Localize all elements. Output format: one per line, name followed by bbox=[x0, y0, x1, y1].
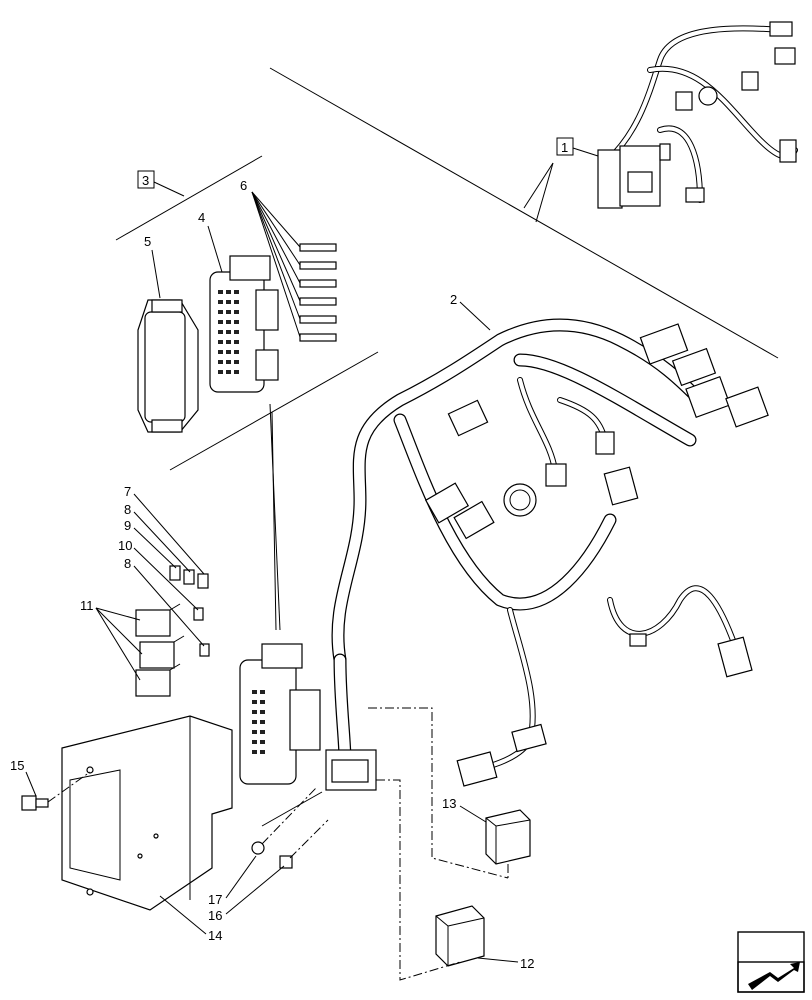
callout-2: 2 bbox=[450, 292, 457, 307]
callout-6-leaders bbox=[251, 191, 301, 338]
mounting-bracket bbox=[61, 715, 233, 911]
nut-17 bbox=[251, 841, 265, 855]
relay-13 bbox=[485, 809, 531, 865]
callout-8b: 8 bbox=[124, 556, 131, 571]
assembly-bracket-lines bbox=[115, 67, 779, 827]
callout-6: 6 bbox=[240, 178, 247, 193]
callout-1-box bbox=[556, 137, 574, 156]
harness-overview bbox=[597, 21, 798, 209]
navigation-arrow-icon[interactable] bbox=[737, 924, 805, 993]
connector-cover bbox=[137, 299, 199, 433]
callout-1: 1 bbox=[561, 140, 568, 155]
callout-10: 10 bbox=[118, 538, 132, 553]
callout-3-box bbox=[137, 170, 155, 189]
callout-5: 5 bbox=[144, 234, 151, 249]
callout-15: 15 bbox=[10, 758, 24, 773]
assembled-connector bbox=[239, 643, 377, 791]
bolt-15 bbox=[21, 795, 49, 811]
callout-13: 13 bbox=[442, 796, 456, 811]
callout-12: 12 bbox=[520, 956, 534, 971]
connector-pin-grid bbox=[218, 290, 239, 374]
callout-4: 4 bbox=[198, 210, 205, 225]
assembly-path-lines bbox=[368, 707, 509, 981]
bolt-16 bbox=[279, 855, 293, 869]
fuse-set bbox=[169, 565, 210, 657]
callout-7: 7 bbox=[124, 484, 131, 499]
relay-12 bbox=[435, 905, 485, 967]
callout-3: 3 bbox=[142, 173, 149, 188]
callout-16: 16 bbox=[208, 908, 222, 923]
main-harness bbox=[331, 318, 769, 787]
terminal-set bbox=[299, 243, 337, 342]
connector-body bbox=[209, 255, 279, 393]
callout-17: 17 bbox=[208, 892, 222, 907]
callout-11: 11 bbox=[80, 598, 94, 613]
callout-8a: 8 bbox=[124, 502, 131, 517]
mini-relay-set bbox=[135, 603, 185, 697]
callout-9: 9 bbox=[124, 518, 131, 533]
callout-14: 14 bbox=[208, 928, 222, 943]
callout-11-leaders bbox=[95, 607, 143, 681]
